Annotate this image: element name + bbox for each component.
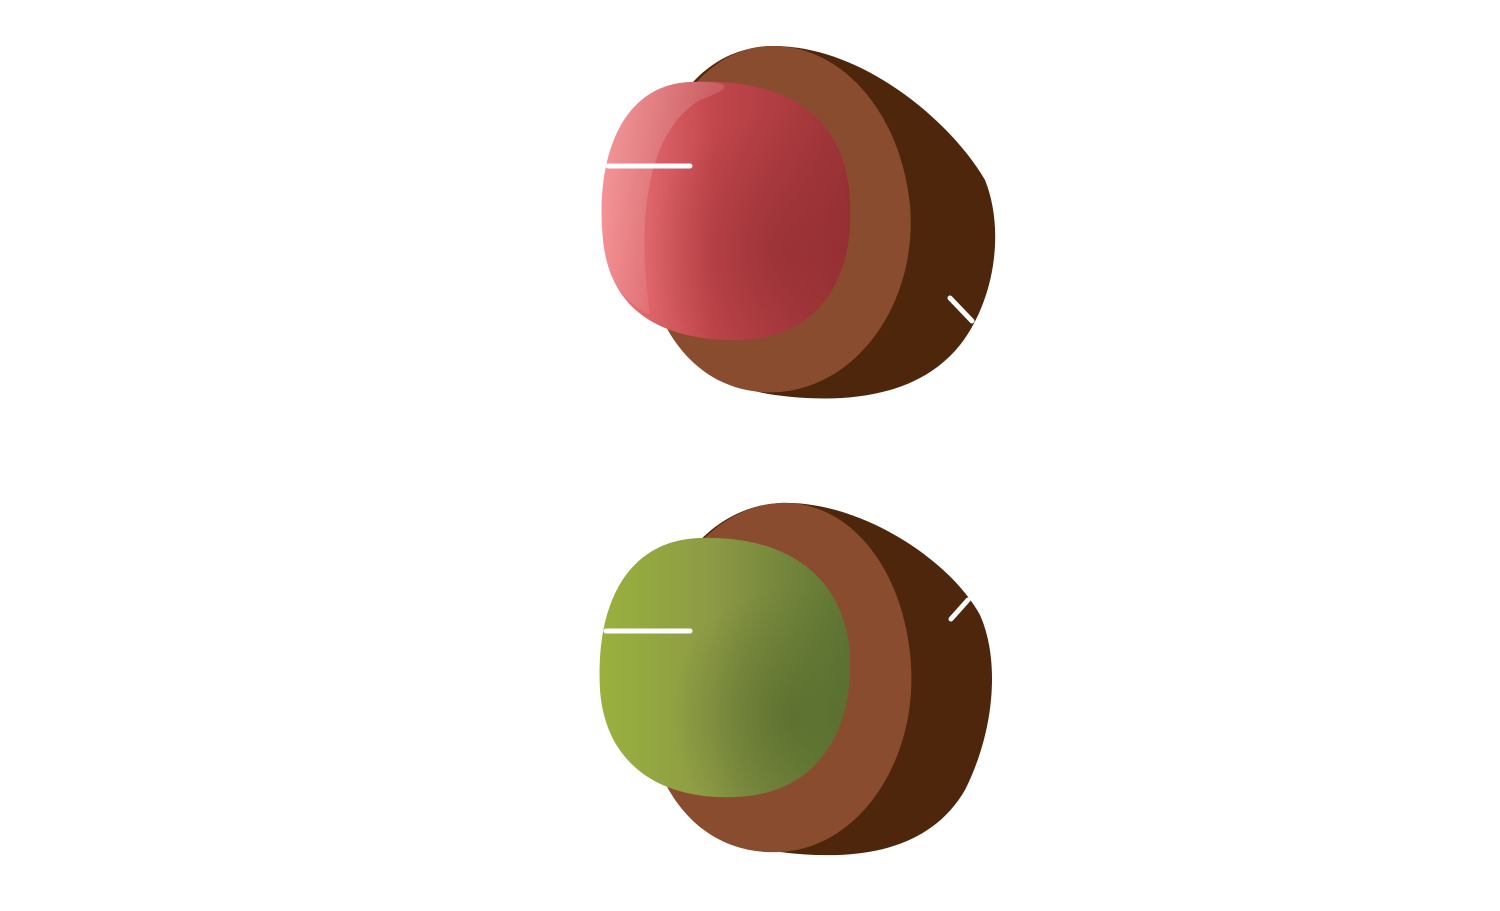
red-figure-leader-right (947, 295, 975, 324)
red-figure-body-shade (601, 81, 851, 340)
red-figure-sheen (601, 81, 725, 315)
red-figure (601, 45, 996, 399)
green-figure (599, 502, 992, 856)
green-figure-body-shade (599, 537, 851, 798)
green-figure-leader-right (948, 597, 971, 622)
